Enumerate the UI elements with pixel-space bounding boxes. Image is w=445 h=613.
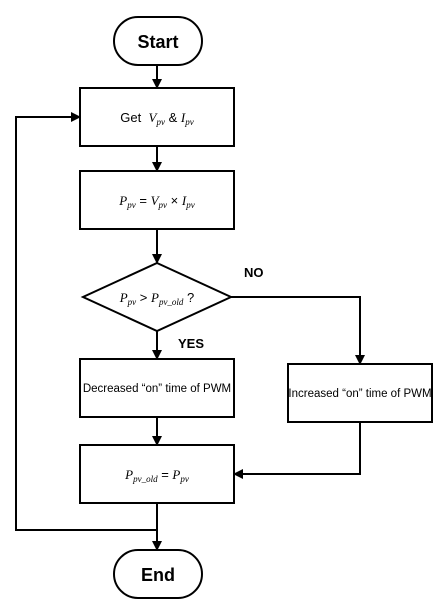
edge-increased-to-update (233, 422, 361, 479)
decreased-box (79, 358, 235, 418)
end-label: End (141, 565, 175, 585)
edge-label-no: NO (244, 265, 264, 280)
get-vpv-ipv-box (79, 87, 235, 147)
increased-label: Increased “on” time of PWM (288, 388, 431, 400)
ppv-calc-label: Ppv = Vpv × Ipv (118, 193, 194, 210)
end-terminal (113, 549, 203, 599)
increased-box (287, 363, 433, 423)
update-pold-box (79, 444, 235, 504)
decision-label: Ppv > Ppv_old ? (119, 290, 195, 307)
get-vpv-ipv-label: Get Vpv & Ipv (120, 110, 193, 127)
edge-loop-back-to-get (15, 112, 157, 531)
edge-label-yes: YES (178, 336, 204, 351)
update-pold-label: Ppv_old = Ppv (124, 467, 189, 484)
decreased-label: Decreased “on” time of PWM (83, 383, 231, 395)
edge-no-to-increased (231, 296, 365, 365)
start-label: Start (137, 32, 178, 52)
